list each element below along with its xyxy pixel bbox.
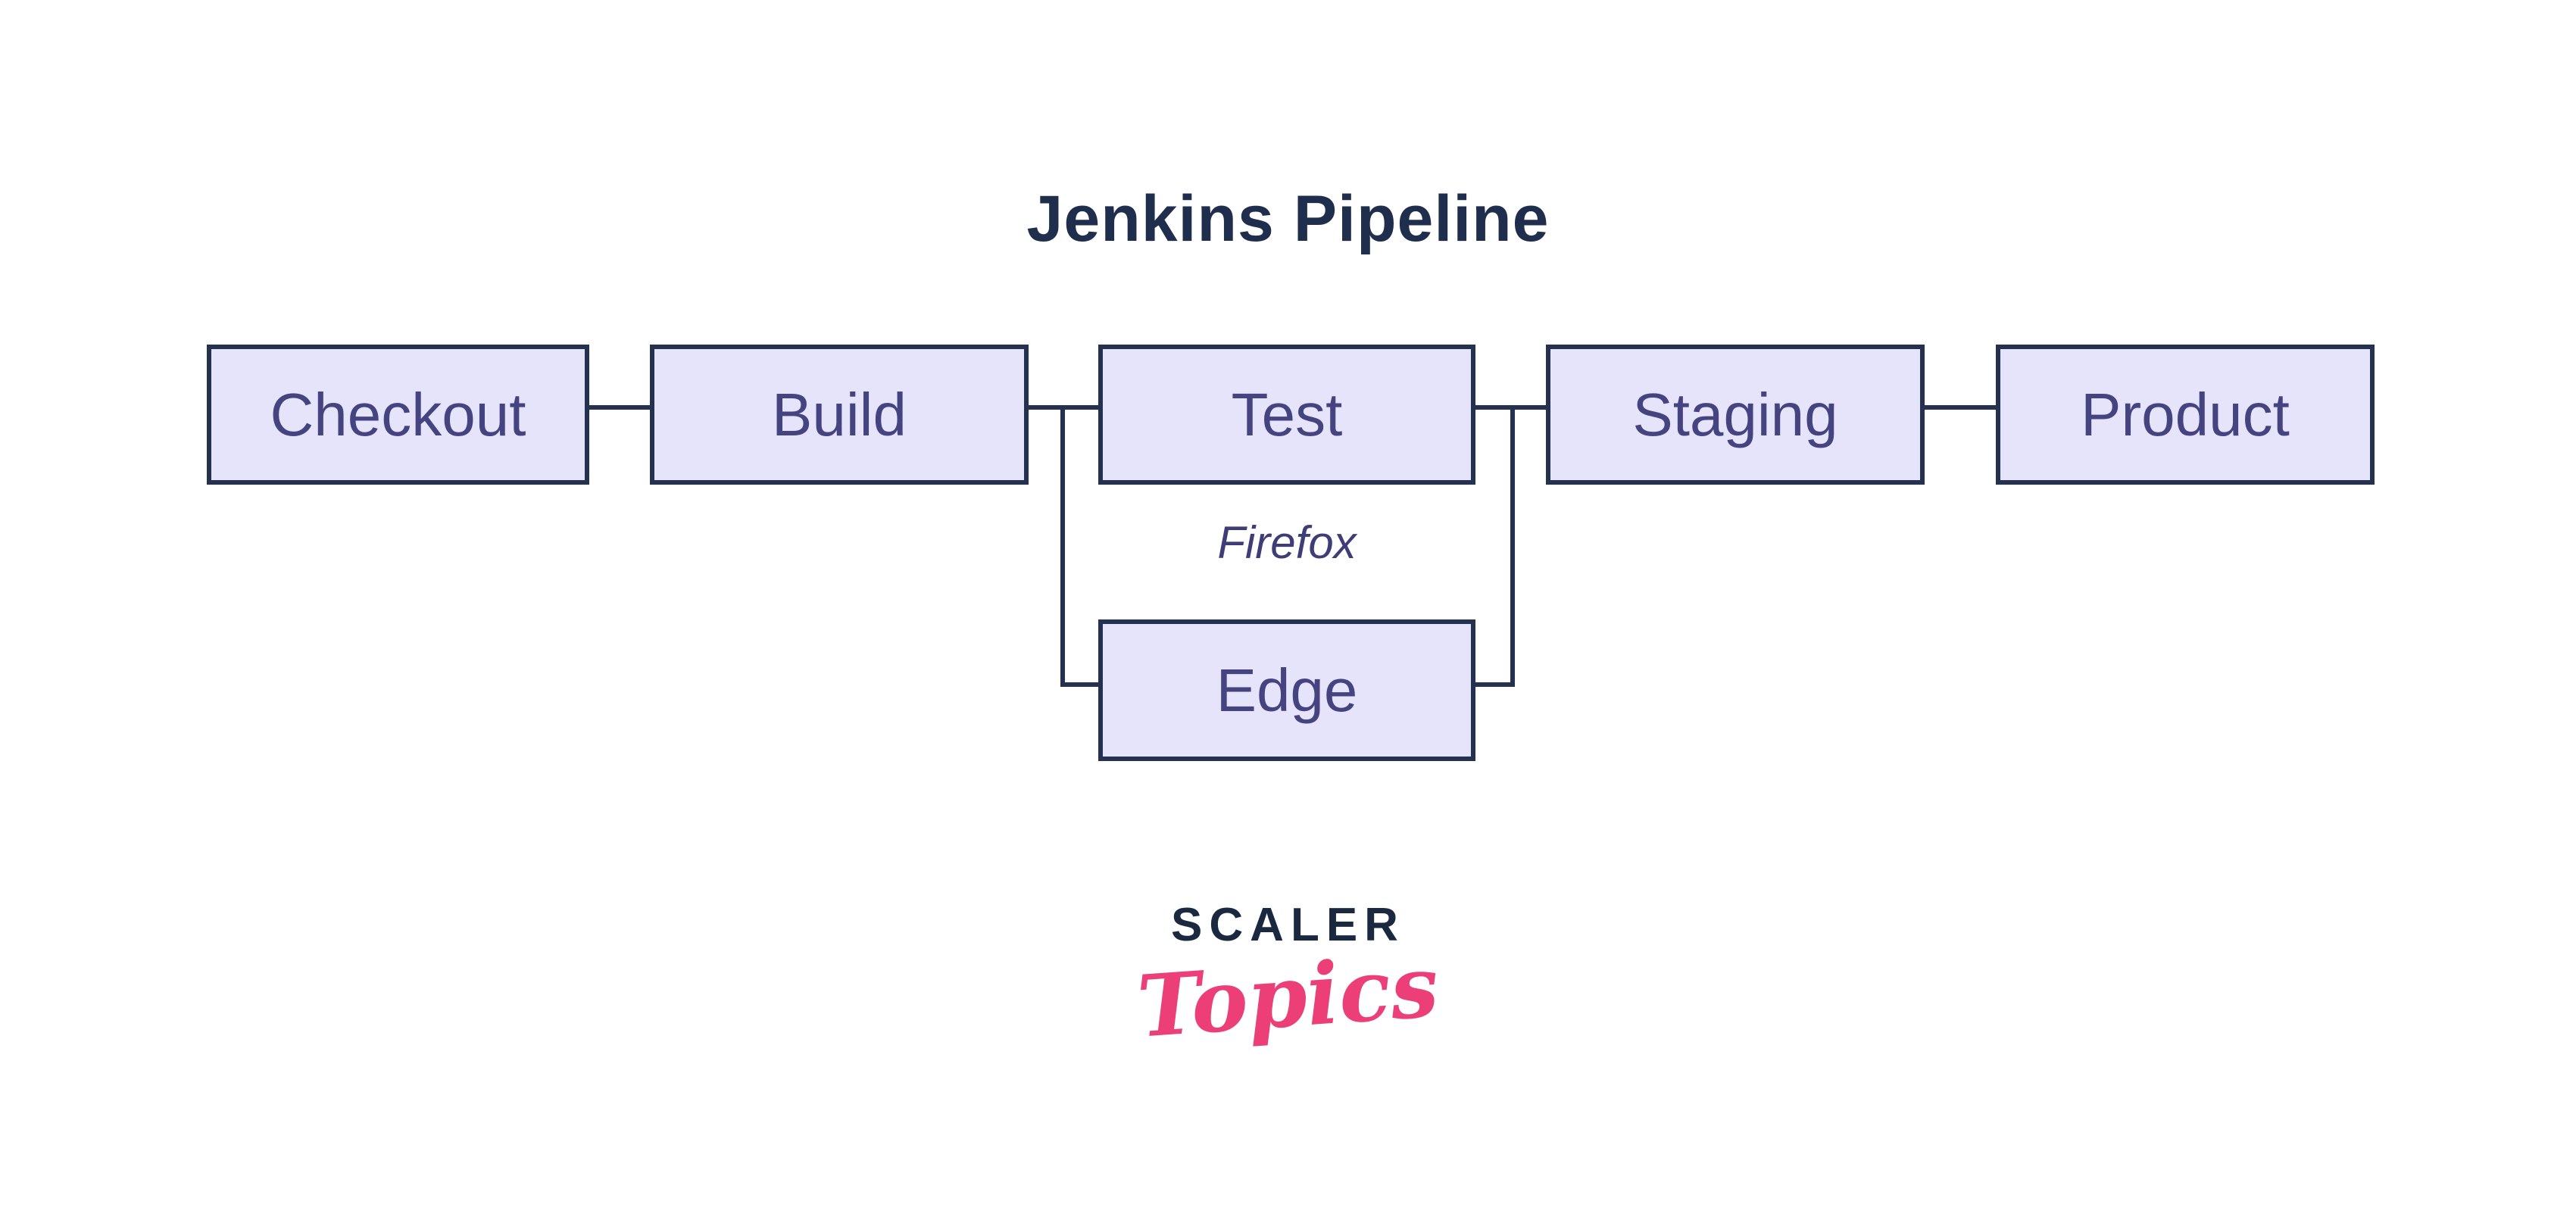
stage-label-product: Product xyxy=(2081,380,2290,448)
branch-line-left-stub xyxy=(1060,682,1098,687)
branch-line-left-vertical xyxy=(1060,405,1065,687)
stage-box-build: Build xyxy=(650,345,1029,485)
stage-label-build: Build xyxy=(772,380,907,448)
branch-line-right-stub xyxy=(1475,682,1515,687)
diagram-title: Jenkins Pipeline xyxy=(1026,183,1550,255)
stage-box-edge: Edge xyxy=(1098,619,1475,761)
scaler-topics-logo: SCALER Topics xyxy=(0,898,2576,1057)
connector-checkout-build xyxy=(589,405,650,410)
stage-label-test: Test xyxy=(1231,380,1343,448)
stage-box-staging: Staging xyxy=(1546,345,1925,485)
stage-box-product: Product xyxy=(1996,345,2375,485)
branch-annotation-firefox: Firefox xyxy=(1217,517,1357,568)
connector-staging-product xyxy=(1925,405,1996,410)
stage-box-test: Test xyxy=(1098,345,1475,485)
stage-box-checkout: Checkout xyxy=(207,345,589,485)
logo-brand-text: SCALER xyxy=(1171,899,1405,951)
stage-label-checkout: Checkout xyxy=(270,380,526,448)
branch-line-right-vertical xyxy=(1510,405,1515,687)
stage-label-edge: Edge xyxy=(1216,656,1358,724)
stage-label-staging: Staging xyxy=(1632,380,1838,448)
